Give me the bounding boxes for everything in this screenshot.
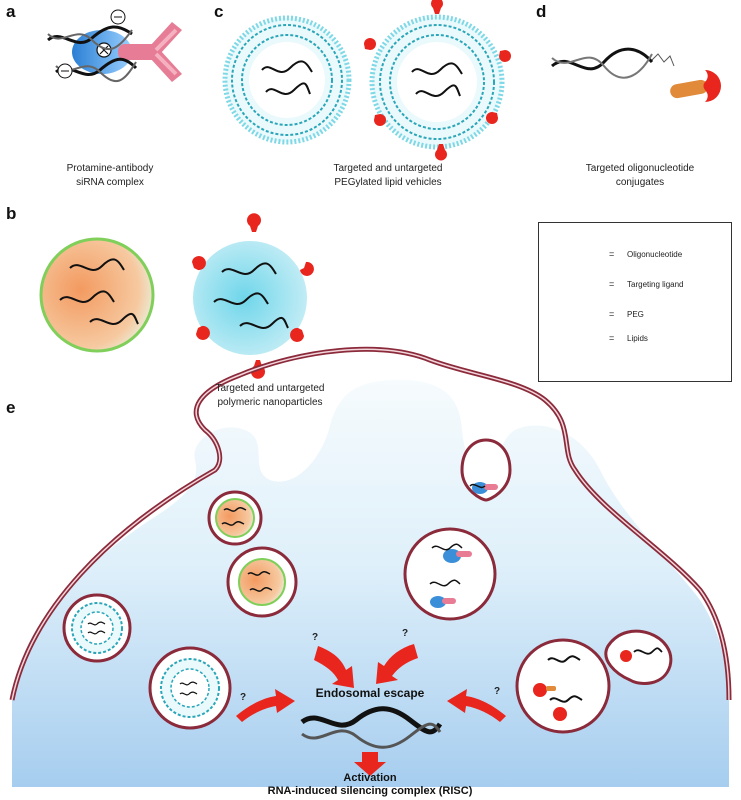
arrow-conjugate xyxy=(447,689,506,722)
endosome-lipid xyxy=(148,646,232,730)
caption-c-line-2: PEGylated lipid vehicles xyxy=(334,177,442,188)
legend-row-targeting-ligand: = Targeting ligand xyxy=(539,275,729,295)
protamine-antibody-complex xyxy=(47,9,182,83)
endosome-polymer-budding xyxy=(207,490,263,546)
legend-eq: = xyxy=(609,309,615,319)
endosome-conjugate-budding xyxy=(604,629,673,685)
arrow-polymer xyxy=(314,646,354,688)
legend-eq: = xyxy=(609,249,615,259)
targeted-lipid-vehicle xyxy=(364,0,511,161)
endosome-polymer xyxy=(226,546,298,618)
endosome-antibody xyxy=(403,527,497,621)
caption-d-line-1: Targeted oligonucleotide xyxy=(585,163,695,174)
question-mark-conjugate: ? xyxy=(494,686,501,697)
legend-box: = Oligonucleotide = Targeting ligand = P… xyxy=(538,222,732,382)
panel-letter-c: c xyxy=(214,2,224,21)
caption-a-line-1: Protamine-antibody xyxy=(66,163,154,174)
untargeted-lipid-vehicle xyxy=(222,15,352,145)
caption-a: Protamine-antibody siRNA complex xyxy=(40,162,180,190)
endosomal-escape-label: Endosomal escape xyxy=(315,686,425,700)
activation-block: Activation RNA-induced silencing complex… xyxy=(220,772,520,798)
escape-arrows xyxy=(236,644,506,776)
legend-eq: = xyxy=(609,333,615,343)
endosome-antibody-budding xyxy=(460,438,512,502)
panel-letter-a: a xyxy=(6,2,16,21)
caption-a-line-2: siRNA complex xyxy=(76,177,144,188)
cell-membrane-inner xyxy=(11,348,730,701)
question-mark-lipid: ? xyxy=(240,692,247,703)
caption-d: Targeted oligonucleotide conjugates xyxy=(560,162,720,190)
legend-label-targeting-ligand: Targeting ligand xyxy=(627,280,684,289)
targeted-polymeric-nanoparticle xyxy=(192,213,314,379)
question-mark-polymer: ? xyxy=(312,632,319,643)
caption-b: Targeted and untargeted polymeric nanopa… xyxy=(170,382,370,410)
caption-c-line-1: Targeted and untargeted xyxy=(333,163,443,174)
risc-label: RNA-induced silencing complex (RISC) xyxy=(267,785,473,797)
activation-label: Activation xyxy=(343,772,397,784)
legend-eq: = xyxy=(609,279,615,289)
legend-label-lipids: Lipids xyxy=(627,334,648,343)
arrow-lipid xyxy=(236,689,295,722)
caption-b-line-1: Targeted and untargeted xyxy=(215,383,325,394)
cell-membrane xyxy=(12,380,729,787)
arrow-activation xyxy=(354,752,386,776)
untargeted-polymeric-nanoparticle xyxy=(39,237,155,353)
panel-letter-d: d xyxy=(536,2,547,21)
legend-row-oligonucleotide: = Oligonucleotide xyxy=(539,245,729,265)
caption-c: Targeted and untargeted PEGylated lipid … xyxy=(288,162,488,190)
question-mark-antibody: ? xyxy=(402,628,409,639)
released-sirna xyxy=(300,706,443,749)
caption-d-line-2: conjugates xyxy=(615,177,665,188)
panel-letter-b: b xyxy=(6,204,17,223)
legend-label-peg: PEG xyxy=(627,310,644,319)
oligonucleotide-conjugate xyxy=(551,47,721,102)
endosome-conjugate xyxy=(515,638,611,734)
legend-label-oligonucleotide: Oligonucleotide xyxy=(627,250,683,259)
endosome-lipid-budding xyxy=(62,593,132,663)
panel-letter-e: e xyxy=(6,398,16,417)
legend-row-lipids: = Lipids xyxy=(539,329,729,349)
arrow-antibody xyxy=(376,644,418,684)
legend-row-peg: = PEG xyxy=(539,305,729,325)
caption-b-line-2: polymeric nanoparticles xyxy=(217,397,323,408)
